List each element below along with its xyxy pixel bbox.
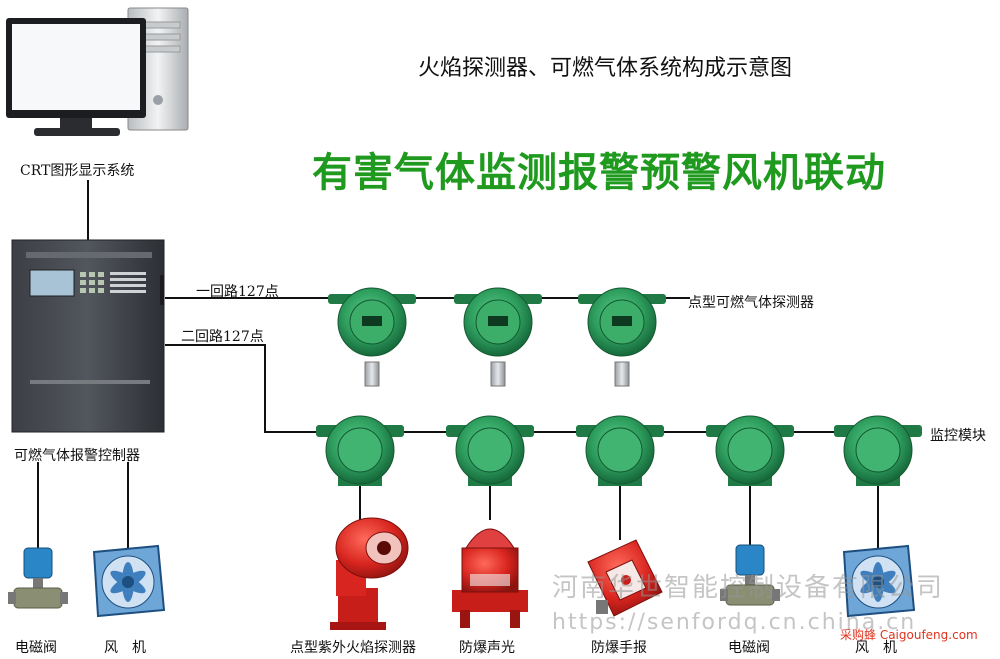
- watermark-url: https://senfordq.cn.china.cn: [552, 610, 917, 635]
- monitor-module: [316, 415, 404, 486]
- loop2-line: [165, 344, 880, 433]
- label-sound-light: 防爆声光: [459, 640, 515, 656]
- point-gas-detector: [328, 287, 416, 387]
- brand-mark: 采购蜂 Caigoufeng.com: [840, 628, 978, 642]
- fan-right: [842, 544, 916, 618]
- monitor-screen: [12, 24, 140, 110]
- label-crt-system: CRT图形显示系统: [20, 163, 135, 179]
- label-manual-alarm: 防爆手报: [591, 640, 647, 656]
- label-monitor-module: 监控模块: [930, 428, 986, 444]
- diagram-title: 火焰探测器、可燃气体系统构成示意图: [418, 56, 793, 81]
- controller-keypad: [80, 272, 104, 293]
- label-fan-left: 风 机: [104, 640, 146, 656]
- label-solenoid-valve-right: 电磁阀: [728, 640, 770, 656]
- label-uv-flame-detector: 点型紫外火焰探测器: [290, 640, 416, 656]
- diagram-headline: 有害气体监测报警预警风机联动: [312, 150, 886, 196]
- label-solenoid-valve-left: 电磁阀: [15, 640, 57, 656]
- label-loop2: 二回路127点: [181, 329, 264, 345]
- label-loop1: 一回路127点: [196, 284, 279, 300]
- monitor-module: [834, 415, 922, 486]
- solenoid-valve-left: [8, 547, 68, 609]
- point-gas-detector: [454, 287, 542, 387]
- monitor-module: [706, 415, 794, 486]
- controller-display: [29, 269, 75, 297]
- point-gas-detector: [578, 287, 666, 387]
- label-point-gas-detector: 点型可燃气体探测器: [688, 295, 814, 311]
- monitor-module: [576, 415, 664, 486]
- watermark-company: 河南华世智能控制设备有限公司: [552, 573, 945, 603]
- monitor-module: [446, 415, 534, 486]
- fan-left: [92, 544, 166, 618]
- monitor-stand: [34, 128, 120, 136]
- point-gas-detectors: [328, 287, 666, 387]
- controller-cabinet: [11, 239, 165, 433]
- uv-flame-detector: [330, 517, 409, 630]
- crt-computer: [6, 7, 189, 136]
- monitor-modules: [316, 415, 922, 486]
- explosion-proof-sounder: [452, 528, 528, 628]
- label-fan-right: 风 机: [855, 640, 897, 656]
- solenoid-valve-right: [720, 544, 780, 606]
- explosion-proof-manual-call-point: [587, 539, 663, 617]
- alarm-controller: [11, 239, 165, 433]
- label-controller: 可燃气体报警控制器: [14, 448, 140, 464]
